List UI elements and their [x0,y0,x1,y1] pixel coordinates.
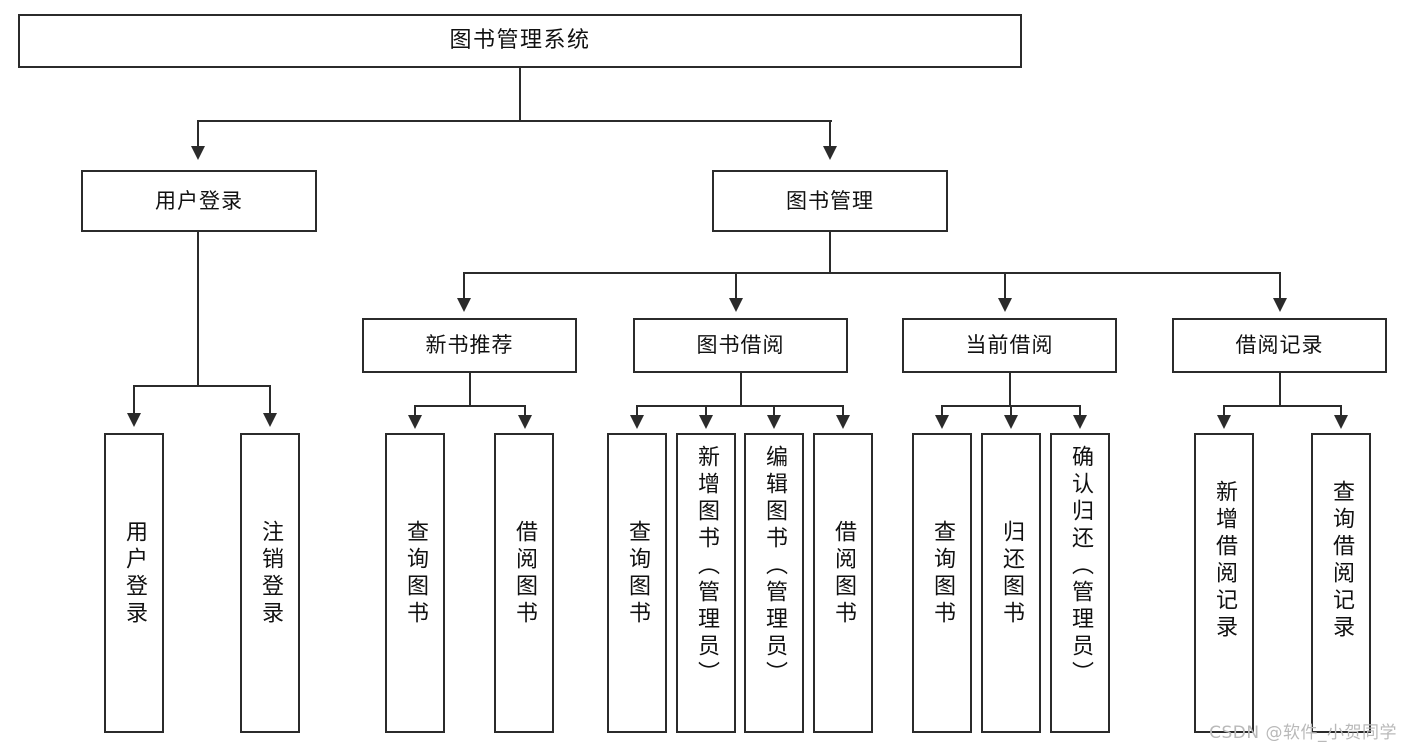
leaf-confirm-return-admin[interactable]: 确认归还（管理员） [1050,433,1110,733]
connector-user-login-child-1 [133,385,135,415]
leaf-query-borrow-record[interactable]: 查询借阅记录 [1311,433,1371,733]
leaf-borrow-book[interactable]: 借阅图书 [813,433,873,733]
connector-book-borrow-stem [740,373,742,405]
arrowhead-leaf-edit-book [767,415,781,429]
leaf-add-borrow-record[interactable]: 新增借阅记录 [1194,433,1254,733]
node-label: 编辑图书（管理员） [762,445,787,688]
connector-book-borrow-child-2 [705,405,707,417]
connector-current-borrow-stem [1009,373,1011,405]
arrowhead-borrow-record [1273,298,1287,312]
arrowhead-current-borrow [998,298,1012,312]
connector-level3-bus [464,272,1280,274]
node-root-system[interactable]: 图书管理系统 [18,14,1022,68]
leaf-query-book-current[interactable]: 查询图书 [912,433,972,733]
connector-to-book-manage [829,120,831,148]
connector-new-book-bus [415,405,525,407]
node-label: 查询图书 [403,520,428,628]
connector-new-book-stem [469,373,471,405]
connector-root-stem [519,68,521,120]
node-user-login[interactable]: 用户登录 [81,170,317,232]
connector-new-book-child-1 [414,405,416,417]
arrowhead-leaf-return-book [1004,415,1018,429]
connector-borrow-record-child-1 [1223,405,1225,417]
arrowhead-leaf-borrow-book-2 [836,415,850,429]
arrowhead-leaf-add-book [699,415,713,429]
node-label: 查询图书 [625,520,650,628]
arrowhead-leaf-logout [263,413,277,427]
node-borrow-record[interactable]: 借阅记录 [1172,318,1387,373]
arrowhead-leaf-add-record [1217,415,1231,429]
arrowhead-leaf-borrow-book-1 [518,415,532,429]
node-label: 图书管理 [786,188,874,213]
node-label: 新书推荐 [425,333,514,358]
arrowhead-new-book [457,298,471,312]
connector-to-borrow-record [1279,272,1281,300]
connector-to-book-borrow [735,272,737,300]
connector-level2-bus [198,120,832,122]
node-label: 查询借阅记录 [1329,480,1354,642]
node-label: 用户登录 [122,520,147,628]
node-label: 借阅图书 [831,520,856,628]
connector-current-borrow-child-1 [941,405,943,417]
node-label: 用户登录 [155,188,243,213]
node-new-book-recommend[interactable]: 新书推荐 [362,318,577,373]
leaf-return-book[interactable]: 归还图书 [981,433,1041,733]
arrowhead-book-manage [823,146,837,160]
connector-book-borrow-child-3 [773,405,775,417]
connector-user-login-stem [197,232,199,385]
node-current-borrow[interactable]: 当前借阅 [902,318,1117,373]
leaf-add-book-admin[interactable]: 新增图书（管理员） [676,433,736,733]
arrowhead-leaf-query-record [1334,415,1348,429]
arrowhead-leaf-confirm-return [1073,415,1087,429]
connector-borrow-record-child-2 [1340,405,1342,417]
connector-to-user-login [197,120,199,148]
csdn-watermark: CSDN @软件_小贺同学 [1209,723,1397,743]
node-label: 新增图书（管理员） [694,445,719,688]
connector-borrow-record-stem [1279,373,1281,405]
arrowhead-leaf-user-login [127,413,141,427]
connector-book-borrow-bus [637,405,843,407]
arrowhead-user-login [191,146,205,160]
connector-book-borrow-child-4 [842,405,844,417]
node-label: 确认归还（管理员） [1068,445,1093,688]
node-label: 借阅记录 [1235,333,1324,358]
connector-book-borrow-child-1 [636,405,638,417]
node-label: 归还图书 [999,520,1024,628]
connector-user-login-bus [134,385,270,387]
arrowhead-book-borrow [729,298,743,312]
leaf-borrow-book-recommend[interactable]: 借阅图书 [494,433,554,733]
node-label: 注销登录 [258,520,283,628]
node-label: 查询图书 [930,520,955,628]
arrowhead-leaf-query-book-3 [935,415,949,429]
connector-borrow-record-bus [1224,405,1341,407]
leaf-query-book-borrow[interactable]: 查询图书 [607,433,667,733]
connector-to-current-borrow [1004,272,1006,300]
arrowhead-leaf-query-book-1 [408,415,422,429]
node-label: 借阅图书 [512,520,537,628]
connector-user-login-child-2 [269,385,271,415]
leaf-query-book-recommend[interactable]: 查询图书 [385,433,445,733]
node-label: 图书借阅 [696,333,785,358]
connector-book-manage-stem [829,232,831,272]
connector-current-borrow-child-2 [1010,405,1012,417]
arrowhead-leaf-query-book-2 [630,415,644,429]
node-label: 新增借阅记录 [1212,480,1237,642]
leaf-user-login[interactable]: 用户登录 [104,433,164,733]
connector-to-new-book [463,272,465,300]
connector-current-borrow-child-3 [1079,405,1081,417]
connector-new-book-child-2 [524,405,526,417]
leaf-logout[interactable]: 注销登录 [240,433,300,733]
node-label: 图书管理系统 [449,28,591,54]
node-label: 当前借阅 [965,333,1054,358]
node-book-borrow[interactable]: 图书借阅 [633,318,848,373]
leaf-edit-book-admin[interactable]: 编辑图书（管理员） [744,433,804,733]
node-book-management[interactable]: 图书管理 [712,170,948,232]
